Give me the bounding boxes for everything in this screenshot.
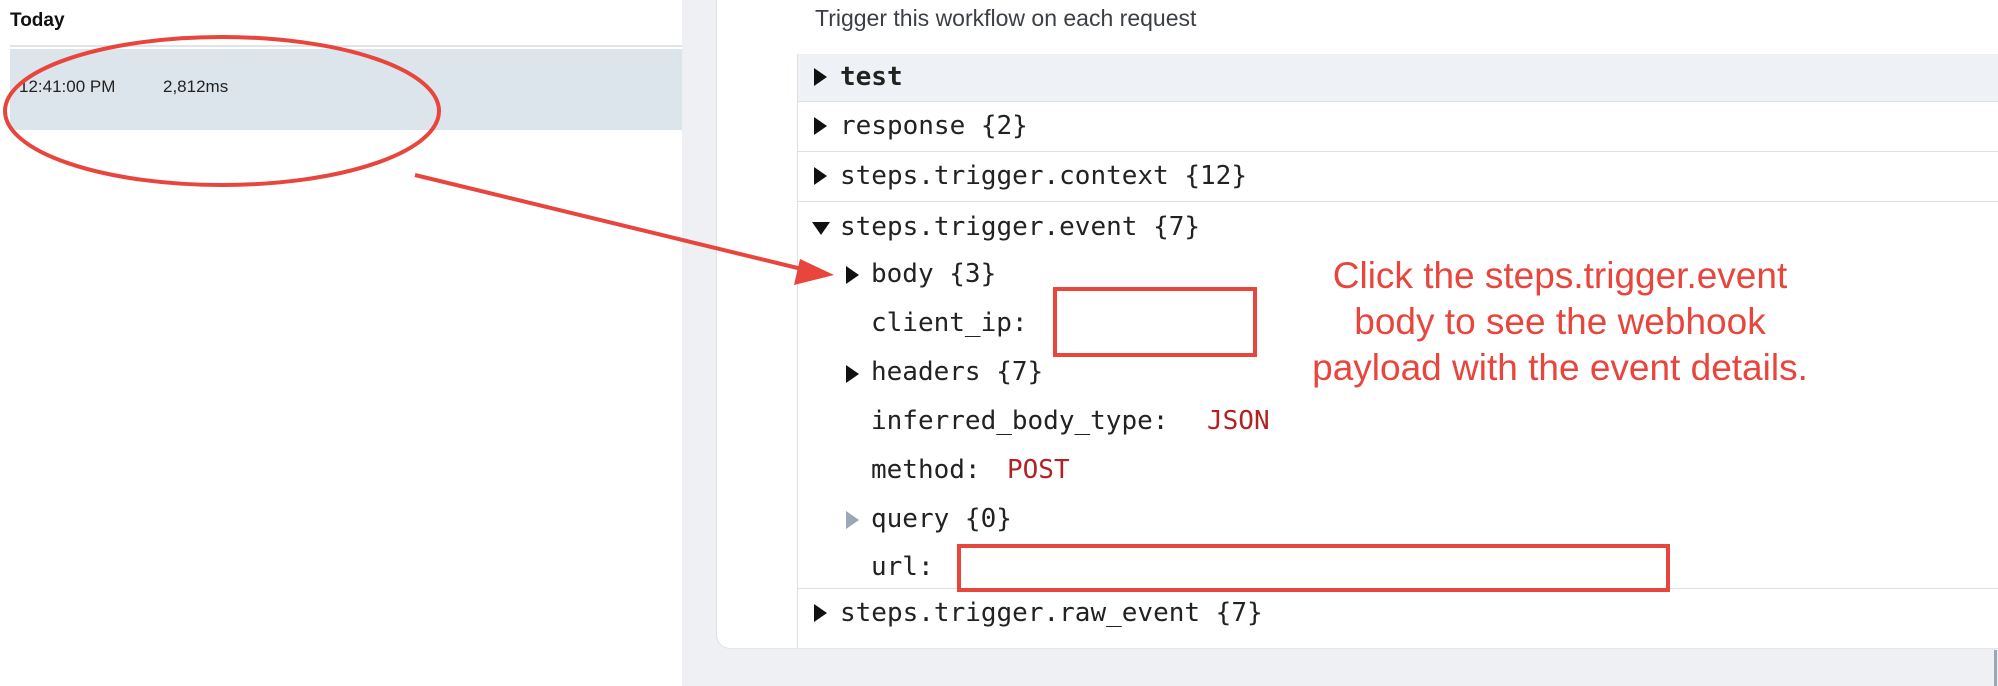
scrollbar[interactable]: [1994, 650, 1997, 686]
field-client-ip-key: client_ip:: [871, 308, 1028, 338]
callout-line: Click the steps.trigger.event: [1332, 255, 1788, 296]
tree-row-label: response {2}: [840, 111, 1028, 141]
field-headers[interactable]: headers {7}: [871, 357, 1044, 387]
history-entry-row[interactable]: 12:41:00 PM 2,812ms: [10, 49, 682, 130]
collapse-arrow-icon[interactable]: [812, 222, 830, 235]
tree-row-test[interactable]: test: [798, 54, 1998, 102]
history-entry-duration: 2,812ms: [163, 77, 229, 96]
event-tree: test response {2} steps.trigger.context …: [797, 54, 1998, 648]
divider: [10, 45, 682, 47]
history-panel: Today 12:41:00 PM 2,812ms: [0, 0, 682, 686]
expand-arrow-icon[interactable]: [814, 167, 827, 185]
expand-arrow-icon[interactable]: [814, 604, 827, 622]
history-entry-time: 12:41:00 PM: [19, 77, 116, 96]
field-inferred-body-type-key: inferred_body_type:: [871, 406, 1169, 436]
tree-row-label: steps.trigger.raw_event {7}: [840, 598, 1263, 628]
expand-arrow-icon[interactable]: [846, 365, 859, 383]
tree-row-label: steps.trigger.context {12}: [840, 161, 1247, 191]
tree-row-trigger-context[interactable]: steps.trigger.context {12}: [798, 152, 1998, 202]
callout-line: body to see the webhook: [1354, 301, 1766, 342]
expand-arrow-icon[interactable]: [814, 117, 827, 135]
field-url-key: url:: [871, 552, 934, 582]
annotation-callout: Click the steps.trigger.event body to se…: [1290, 253, 1830, 391]
tree-row-trigger-raw-event[interactable]: steps.trigger.raw_event {7}: [798, 589, 1998, 647]
tree-row-label[interactable]: steps.trigger.event {7}: [840, 212, 1201, 242]
field-inferred-body-type-value: JSON: [1207, 406, 1270, 436]
field-method-key: method:: [871, 455, 981, 485]
tree-row-trigger-event: steps.trigger.event {7} body {3} client_…: [798, 202, 1998, 589]
event-inspector: Trigger this workflow on each request te…: [716, 0, 1998, 648]
tree-row-response[interactable]: response {2}: [798, 102, 1998, 152]
field-body[interactable]: body {3}: [871, 259, 997, 289]
trigger-description: Trigger this workflow on each request: [815, 5, 1197, 31]
expand-arrow-icon[interactable]: [814, 68, 827, 86]
tree-row-label: test: [840, 62, 903, 92]
history-section-label: Today: [10, 10, 65, 31]
field-query[interactable]: query {0}: [871, 504, 1012, 534]
expand-arrow-icon[interactable]: [846, 266, 859, 284]
callout-line: payload with the event details.: [1312, 347, 1808, 388]
expand-arrow-icon: [846, 511, 859, 529]
field-method-value: POST: [1007, 455, 1070, 485]
